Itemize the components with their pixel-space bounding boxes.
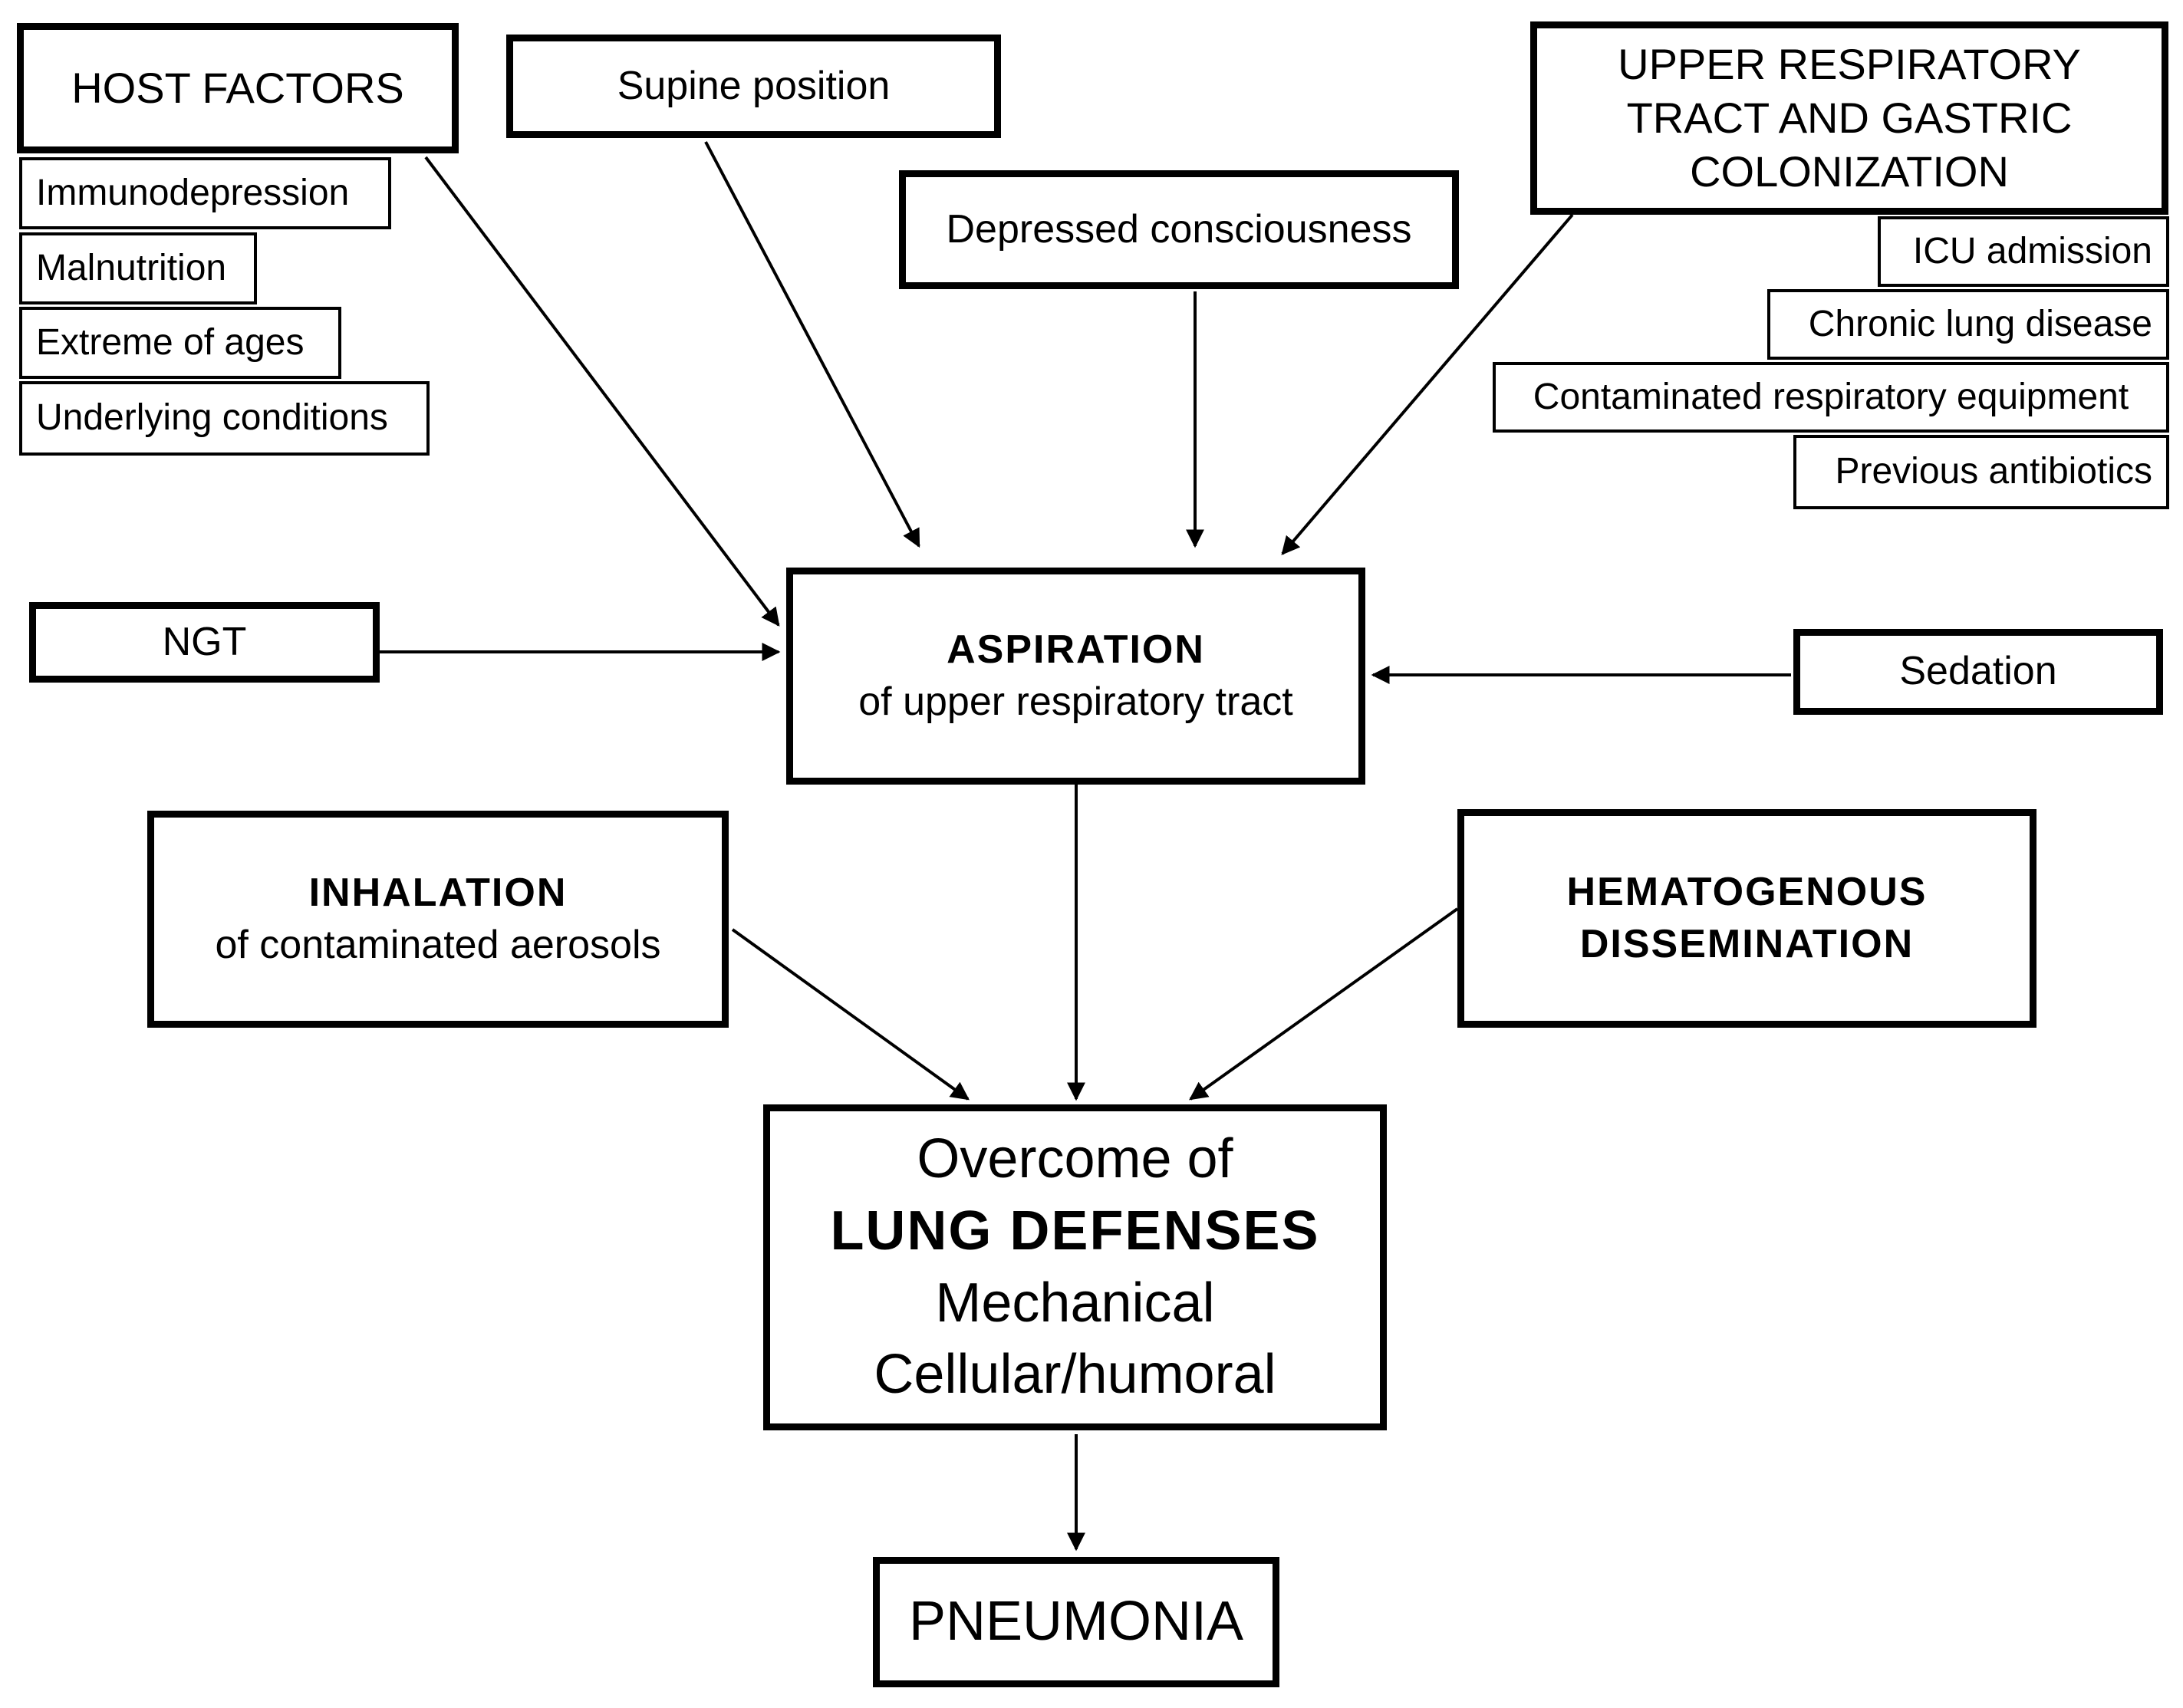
hematogenous-line1: HEMATOGENOUS bbox=[1566, 869, 1928, 914]
ngt-label: NGT bbox=[162, 619, 247, 664]
sedation-box: Sedation bbox=[1793, 629, 2163, 715]
host-factor-item: Extreme of ages bbox=[19, 307, 341, 379]
aspiration-subtitle: of upper respiratory tract bbox=[858, 679, 1293, 724]
lung-defenses-line1: Overcome of bbox=[917, 1128, 1233, 1190]
host-factor-label: Malnutrition bbox=[36, 247, 227, 288]
colonization-item: Previous antibiotics bbox=[1793, 435, 2169, 509]
upper-colonization-line: UPPER RESPIRATORY bbox=[1618, 40, 2081, 88]
host-factors-box: HOST FACTORS bbox=[17, 23, 459, 153]
colonization-label: ICU admission bbox=[1912, 230, 2152, 272]
host-factor-item: Immunodepression bbox=[19, 157, 391, 229]
colonization-item: ICU admission bbox=[1878, 216, 2169, 287]
lung-defenses-line3: Mechanical bbox=[935, 1272, 1215, 1334]
host-factor-label: Immunodepression bbox=[36, 172, 350, 213]
supine-position-label: Supine position bbox=[617, 63, 891, 108]
host-factor-item: Malnutrition bbox=[19, 232, 257, 304]
hematogenous-line2: DISSEMINATION bbox=[1579, 921, 1915, 966]
colonization-label: Previous antibiotics bbox=[1835, 451, 2152, 492]
inhalation-box: INHALATION of contaminated aerosols bbox=[147, 811, 729, 1028]
hematogenous-box: HEMATOGENOUS DISSEMINATION bbox=[1457, 809, 2036, 1028]
inhalation-title: INHALATION bbox=[308, 870, 568, 915]
inhalation-subtitle: of contaminated aerosols bbox=[215, 922, 661, 967]
upper-colonization-box: UPPER RESPIRATORY TRACT AND GASTRIC COLO… bbox=[1530, 21, 2168, 215]
arrow-inhalation-to-lung bbox=[731, 928, 970, 1101]
lung-defenses-box: Overcome of LUNG DEFENSES Mechanical Cel… bbox=[763, 1104, 1387, 1430]
supine-position-box: Supine position bbox=[506, 35, 1001, 138]
colonization-label: Chronic lung disease bbox=[1808, 303, 2152, 344]
colonization-label: Contaminated respiratory equipment bbox=[1533, 376, 2129, 417]
arrow-upper-to-aspiration bbox=[1281, 213, 1574, 555]
host-factor-label: Extreme of ages bbox=[36, 321, 305, 363]
lung-defenses-line4: Cellular/humoral bbox=[874, 1344, 1276, 1406]
lung-defenses-line2: LUNG DEFENSES bbox=[830, 1200, 1320, 1262]
host-factor-item: Underlying conditions bbox=[19, 381, 430, 456]
host-factor-label: Underlying conditions bbox=[36, 397, 388, 439]
depressed-consciousness-label: Depressed consciousness bbox=[946, 206, 1412, 252]
aspiration-title: ASPIRATION bbox=[947, 627, 1205, 672]
upper-colonization-line: TRACT AND GASTRIC bbox=[1626, 94, 2073, 142]
pneumonia-label: PNEUMONIA bbox=[908, 1591, 1244, 1653]
sedation-label: Sedation bbox=[1899, 649, 2057, 694]
aspiration-box: ASPIRATION of upper respiratory tract bbox=[786, 568, 1365, 785]
host-factors-title: HOST FACTORS bbox=[71, 64, 404, 112]
colonization-item: Chronic lung disease bbox=[1767, 289, 2169, 360]
arrow-hematogenous-to-lung bbox=[1189, 907, 1459, 1101]
arrow-supine-to-aspiration bbox=[704, 141, 920, 548]
depressed-consciousness-box: Depressed consciousness bbox=[899, 170, 1459, 289]
pneumonia-box: PNEUMONIA bbox=[873, 1557, 1279, 1687]
colonization-item: Contaminated respiratory equipment bbox=[1493, 362, 2169, 433]
ngt-box: NGT bbox=[29, 602, 380, 683]
upper-colonization-line: COLONIZATION bbox=[1690, 147, 2009, 196]
arrow-host-to-aspiration bbox=[424, 156, 780, 627]
